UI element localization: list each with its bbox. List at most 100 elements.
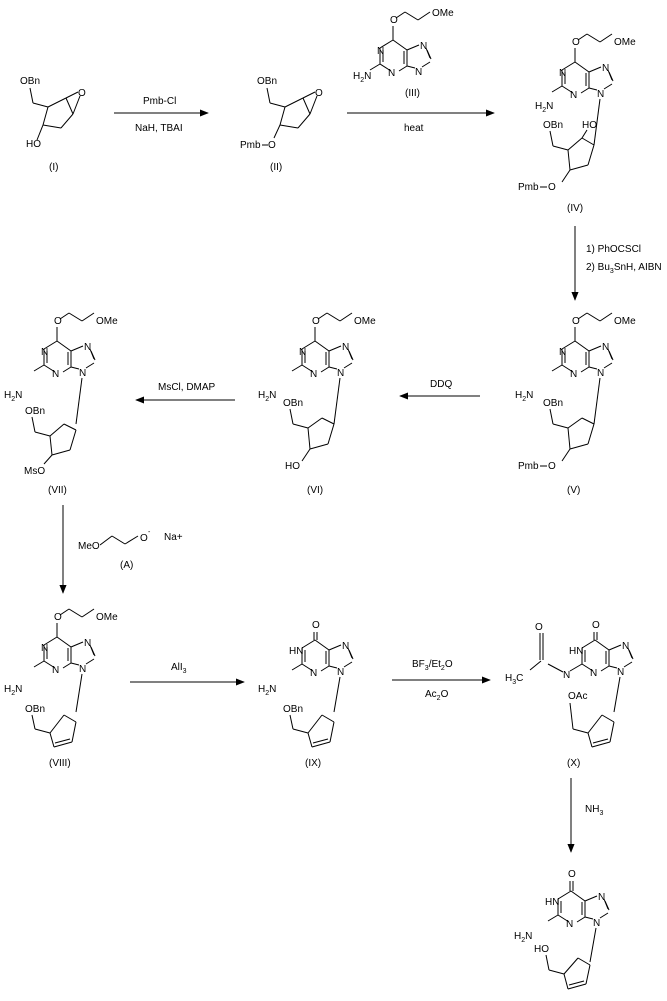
compound-X: O HN N N N N O H3C OAc (X) — [505, 620, 634, 769]
atom-o-epoxide: O — [315, 88, 323, 99]
atom-hn: HN — [569, 646, 583, 657]
compound-II: OBn O Pmb O (II) — [240, 76, 323, 173]
label-I: (I) — [49, 162, 58, 173]
atom-n9: N — [597, 89, 604, 100]
atom-n3: N — [52, 369, 59, 380]
atom-o: O — [592, 620, 600, 631]
label-A: (A) — [120, 560, 133, 571]
atom-n3: N — [310, 668, 317, 679]
compound-final: O HN N N N H2N HO — [514, 869, 610, 990]
atom-n3: N — [570, 369, 577, 380]
reagent-pmbcl: Pmb-Cl — [143, 96, 176, 107]
atom-meo: MeO — [78, 541, 100, 552]
atom-oac: OAc — [568, 691, 587, 702]
atom-o: O — [568, 869, 576, 880]
atom-n7: N — [84, 638, 91, 649]
atom-obn: OBn — [257, 76, 277, 87]
atom-n9: N — [415, 67, 422, 78]
atom-h2n: H2N — [258, 390, 276, 403]
reagent-bu3snh: 2) Bu3SnH, AIBN — [586, 262, 662, 275]
atom-o: O — [312, 620, 320, 631]
atom-n1: N — [299, 347, 306, 358]
atom-ho: HO — [285, 461, 300, 472]
atom-pmb: Pmb — [518, 182, 539, 193]
reagent-A: MeO O - Na+ (A) — [78, 529, 183, 571]
atom-h2n: H2N — [353, 71, 371, 84]
atom-obn: OBn — [283, 398, 303, 409]
atom-oh: HO — [582, 120, 597, 131]
reagent-bf3: BF3/Et2O — [412, 659, 453, 672]
atom-n9: N — [79, 664, 86, 675]
atom-n9: N — [337, 667, 344, 678]
atom-obn: OBn — [25, 406, 45, 417]
label-X: (X) — [567, 758, 580, 769]
reagent-phocscl: 1) PhOCSCl — [586, 244, 641, 255]
atom-hn: HN — [289, 646, 303, 657]
atom-n1: N — [41, 347, 48, 358]
label-III: (III) — [405, 88, 420, 99]
reagent-mscl-dmap: MsCl, DMAP — [158, 382, 216, 393]
atom-ome: OMe — [614, 37, 636, 48]
atom-mso: MsO — [24, 466, 45, 477]
atom-pmb: Pmb — [518, 461, 539, 472]
compound-III: O OMe N N N N H2N (III) — [353, 8, 454, 99]
atom-o: O — [390, 15, 398, 26]
atom-n7: N — [598, 892, 605, 903]
atom-o: O — [548, 182, 556, 193]
atom-n7: N — [342, 342, 349, 353]
atom-n3: N — [590, 668, 597, 679]
atom-o: O — [54, 316, 62, 327]
atom-obn: OBn — [283, 704, 303, 715]
atom-h3c: H3C — [505, 673, 523, 686]
atom-n9: N — [593, 918, 600, 929]
label-VIII: (VIII) — [49, 758, 71, 769]
atom-o: O — [572, 316, 580, 327]
atom-o-epoxide: O — [78, 88, 86, 99]
atom-h2n: H2N — [535, 101, 553, 114]
label-V: (V) — [567, 485, 580, 496]
atom-ome: OMe — [96, 612, 118, 623]
atom-o: O — [268, 140, 276, 151]
atom-hn: HN — [545, 897, 559, 908]
atom-n3: N — [310, 369, 317, 380]
atom-n7: N — [84, 342, 91, 353]
atom-o: O — [572, 37, 580, 48]
atom-o-amide: O — [535, 622, 543, 633]
reagent-ali3: AlI3 — [171, 662, 187, 675]
atom-n1: N — [559, 68, 566, 79]
atom-ome: OMe — [354, 316, 376, 327]
atom-h2n: H2N — [4, 684, 22, 697]
atom-ho: HO — [534, 944, 549, 955]
atom-n1: N — [377, 46, 384, 57]
compound-VIII: O OMe N N N N H2N OBn (VIII) — [4, 608, 118, 769]
label-IX: (IX) — [305, 758, 321, 769]
atom-h2n: H2N — [4, 390, 22, 403]
reagent-nh3: NH3 — [585, 804, 603, 817]
atom-n9: N — [337, 368, 344, 379]
atom-n7: N — [622, 641, 629, 652]
atom-obn: OBn — [543, 120, 563, 131]
atom-n3: N — [566, 919, 573, 930]
label-VII: (VII) — [48, 485, 67, 496]
atom-ho: HO — [26, 139, 41, 150]
atom-n7: N — [602, 342, 609, 353]
atom-n1: N — [559, 347, 566, 358]
reagent-nah-tbai: NaH, TBAI — [135, 123, 183, 134]
atom-h2n: H2N — [515, 390, 533, 403]
atom-ome: OMe — [96, 316, 118, 327]
reagent-ac2o: Ac2O — [425, 689, 449, 702]
compound-VI: O OMe N N N N H2N OBn HO (VI) — [258, 312, 376, 496]
atom-ome: OMe — [614, 316, 636, 327]
atom-n7: N — [602, 63, 609, 74]
label-IV: (IV) — [567, 203, 583, 214]
reagent-heat: heat — [404, 123, 424, 134]
atom-h2n: H2N — [258, 684, 276, 697]
atom-ome: OMe — [432, 8, 454, 19]
atom-n7: N — [420, 41, 427, 52]
atom-o: O — [312, 316, 320, 327]
atom-pmb: Pmb — [240, 140, 261, 151]
compound-IV: O OMe N N N N H2N OBn HO Pmb O (IV) — [518, 33, 636, 214]
atom-n9: N — [79, 368, 86, 379]
charge-minus: - — [148, 529, 151, 536]
